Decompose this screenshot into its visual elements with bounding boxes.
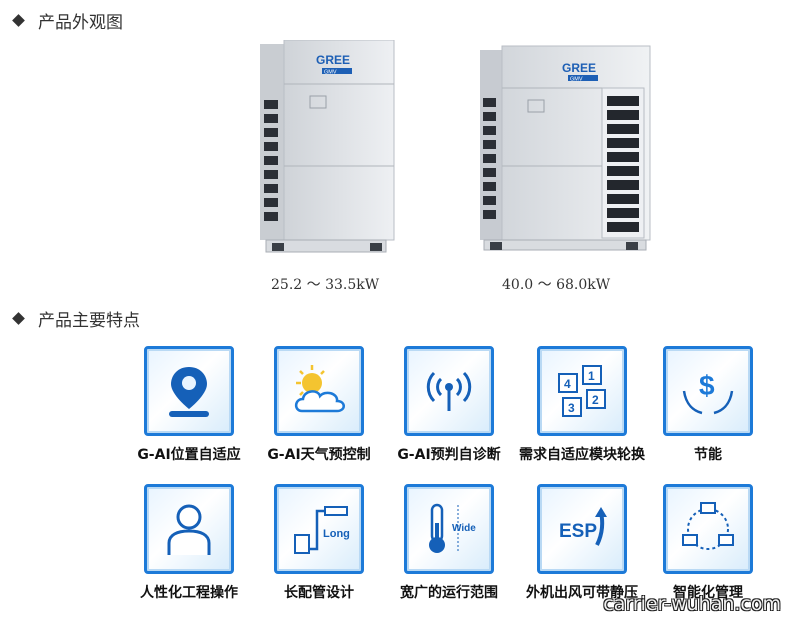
sun-cloud-icon <box>274 346 364 436</box>
svg-text:$: $ <box>699 370 715 401</box>
feature-label: 节能 <box>694 447 722 463</box>
feature-smart-management: 智能化管理 <box>643 484 773 602</box>
feature-label: 人性化工程操作 <box>140 585 238 601</box>
feature-wide-range: Wide 宽广的运行范围 <box>384 484 514 602</box>
long-pipe-icon: Long <box>274 484 364 574</box>
feature-location: G-AI位置自适应 <box>124 346 254 464</box>
feature-label: 长配管设计 <box>284 585 354 601</box>
feature-energy-saving: $ 节能 <box>643 346 773 464</box>
brand-logo-text: GREE <box>316 53 350 67</box>
diamond-bullet-icon <box>12 312 25 325</box>
thermometer-icon: Wide <box>404 484 494 574</box>
appearance-title-text: 产品外观图 <box>38 13 123 33</box>
feature-module-rotation: 4 1 2 3 需求自适应模块轮换 <box>517 346 647 464</box>
svg-text:Long: Long <box>323 528 350 540</box>
feature-long-pipe: Long 长配管设计 <box>254 484 384 602</box>
feature-label: 智能化管理 <box>673 585 743 601</box>
esp-icon: ESP <box>537 484 627 574</box>
svg-text:1: 1 <box>588 369 595 383</box>
feature-ergonomic: 人性化工程操作 <box>124 484 254 602</box>
feature-label: 外机出风可带静压 <box>526 585 638 601</box>
series-badge-text: GMV <box>570 77 583 83</box>
capacity-small: 25.2 ～ 33.5kW <box>271 277 380 293</box>
diamond-bullet-icon <box>12 14 25 27</box>
feature-weather: G-AI天气预控制 <box>254 346 384 464</box>
watermark: carrier-wuhan.com <box>603 593 781 615</box>
feature-label: G-AI天气预控制 <box>267 447 371 463</box>
section-title-features: 产品主要特点 <box>10 306 140 331</box>
signal-icon <box>404 346 494 436</box>
feature-label: 需求自适应模块轮换 <box>519 447 645 463</box>
svg-text:4: 4 <box>564 377 571 391</box>
feature-label: G-AI预判自诊断 <box>397 447 501 463</box>
outdoor-unit-small: GREE GMV <box>258 40 398 256</box>
svg-text:3: 3 <box>568 401 575 415</box>
svg-text:ESP: ESP <box>559 521 597 542</box>
feature-esp: ESP 外机出风可带静压 <box>517 484 647 602</box>
feature-label: G-AI位置自适应 <box>137 447 241 463</box>
svg-text:Wide: Wide <box>452 523 476 534</box>
dollar-hands-icon: $ <box>663 346 753 436</box>
brand-logo-text: GREE <box>562 61 596 75</box>
capacity-large: 40.0 ～ 68.0kW <box>502 277 611 293</box>
svg-text:2: 2 <box>592 393 599 407</box>
network-icon <box>663 484 753 574</box>
feature-diagnosis: G-AI预判自诊断 <box>384 346 514 464</box>
series-badge-text: GMV <box>324 70 337 76</box>
person-icon <box>144 484 234 574</box>
module-rotation-icon: 4 1 2 3 <box>537 346 627 436</box>
location-pin-icon <box>144 346 234 436</box>
outdoor-unit-large: GREE GMV <box>478 44 653 254</box>
features-title-text: 产品主要特点 <box>38 311 140 331</box>
feature-label: 宽广的运行范围 <box>400 585 498 601</box>
section-title-appearance: 产品外观图 <box>10 8 123 33</box>
